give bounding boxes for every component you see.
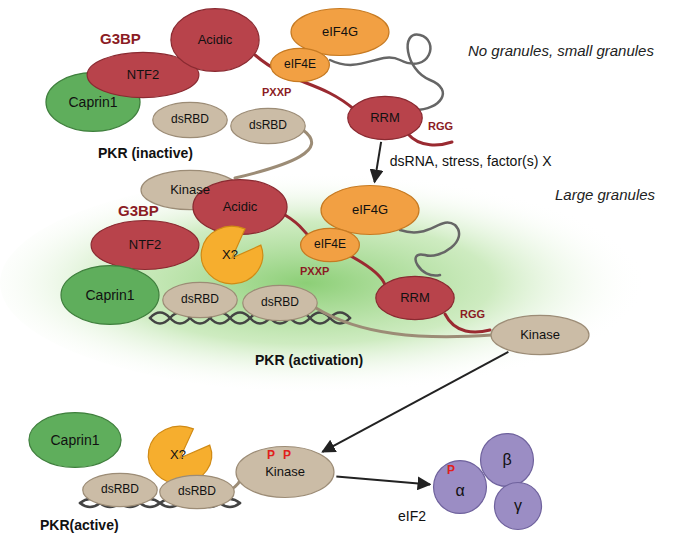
eif2-subunit: β (480, 433, 534, 487)
oval-outline (434, 461, 487, 514)
protein-domain-oval: RRM (347, 96, 423, 140)
domain-name: RRM (400, 291, 430, 306)
protein-domain-oval: Kinase (490, 315, 590, 355)
oval-outline (163, 282, 237, 317)
oval-outline (491, 315, 589, 354)
domain-name: Acidic (223, 200, 258, 215)
domain-name: Kinase (265, 465, 305, 480)
domain-name: NTF2 (127, 68, 160, 83)
oval-outline (321, 186, 419, 235)
domain-name: α (455, 474, 464, 500)
annotation-label: PKR (activation) (255, 352, 363, 368)
factor-x-outline (201, 226, 262, 284)
arrow-label: dsRNA, stress, factor(s) X (390, 153, 552, 169)
protein-domain-oval: dsRBD (152, 102, 228, 138)
annotation-label: PXXP (262, 86, 291, 99)
domain-name: Kinase (520, 328, 560, 343)
domain-name: eIF4G (322, 25, 358, 40)
domain-name: Caprin1 (50, 432, 99, 448)
annotation-label: PKR(active) (40, 517, 119, 533)
domain-name: Kinase (170, 183, 210, 198)
domain-name: eIF4E (284, 58, 316, 72)
protein-domain-oval: RRM (375, 276, 455, 320)
protein-domain-oval: eIF4E (270, 48, 330, 82)
oval-outline (91, 221, 199, 270)
domain-name: dsRBD (249, 119, 287, 133)
protein-domain-oval: dsRBD (230, 108, 306, 144)
oval-outline (301, 228, 360, 261)
protein-domain-oval: Caprin1 (28, 412, 122, 468)
annotation-label: PKR (inactive) (98, 145, 193, 161)
protein-domain-oval: dsRBD (159, 475, 235, 509)
oval-outline (29, 413, 121, 468)
domain-name: Caprin1 (68, 94, 117, 110)
eif2-subunit: γ (494, 482, 542, 530)
domain-name: RRM (370, 111, 400, 126)
protein-domain-oval: eIF4G (320, 185, 420, 235)
annotation-label: RGG (460, 308, 485, 321)
annotation-label: eIF2 (398, 508, 426, 524)
rgg-tail (408, 134, 452, 145)
protein-domain-oval: dsRBD (242, 285, 318, 321)
annotation-label: G3BP (118, 202, 159, 219)
oval-outline (348, 96, 422, 139)
protein-domain-oval: Caprin1 (60, 265, 160, 325)
domain-name: β (502, 451, 511, 469)
oval-outline (153, 102, 227, 137)
annotation-label: G3BP (100, 30, 141, 47)
domain-name: Acidic (198, 33, 233, 48)
pathway-arrow (336, 476, 430, 484)
domain-name: dsRBD (181, 293, 219, 307)
oval-outline (236, 447, 334, 498)
domain-name: dsRBD (261, 296, 299, 310)
protein-domain-oval: dsRBD (162, 282, 238, 318)
protein-domain-oval: dsRBD (82, 473, 158, 507)
domain-name: eIF4E (314, 238, 346, 252)
oval-outline (160, 475, 234, 508)
domain-name: γ (514, 497, 522, 515)
protein-domain-oval: eIF4E (300, 228, 360, 262)
domain-name: X? (222, 248, 242, 263)
phosphate-mark: P (447, 464, 455, 478)
annotation-label: No granules, small granules (468, 42, 654, 59)
domain-name: dsRBD (101, 483, 139, 497)
region-title: Large granules (555, 186, 655, 203)
oval-outline (494, 482, 541, 529)
granule-glow-shape (0, 172, 680, 394)
oval-outline (376, 276, 454, 319)
domain-name: NTF2 (129, 238, 162, 253)
oval-outline (193, 180, 287, 235)
domain-name: X? (170, 448, 190, 463)
eif2-subunit: α (433, 460, 487, 514)
annotation-label: PXXP (300, 265, 329, 278)
oval-outline (231, 108, 305, 143)
oval-outline (271, 48, 330, 81)
protein-domain-oval: NTF2 (90, 220, 200, 270)
oval-outline (481, 434, 534, 487)
domain-name: eIF4G (352, 203, 388, 218)
annotation-label: RGG (428, 120, 453, 133)
oval-outline (243, 285, 317, 320)
domain-name: dsRBD (171, 113, 209, 127)
domain-name: dsRBD (178, 485, 216, 499)
protein-domain-oval: Acidic (170, 8, 260, 72)
factor-x-shape: X? (200, 225, 264, 285)
oval-outline (83, 473, 157, 506)
domain-name: Caprin1 (85, 287, 134, 303)
phosphate-mark: P (267, 449, 275, 463)
oval-outline (61, 266, 159, 325)
oval-outline (171, 9, 259, 72)
phosphate-mark: P (283, 449, 291, 463)
